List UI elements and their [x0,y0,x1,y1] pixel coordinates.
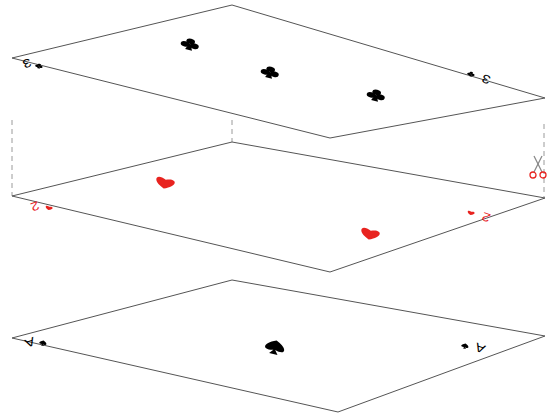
card-outline [12,142,545,272]
playing-card: 33 [12,5,545,138]
card-outline [12,280,545,412]
heart-pip [359,227,380,242]
heart-pip [467,210,475,216]
dashed-edge [12,120,13,196]
spade-pip [39,340,47,347]
spade-pip [461,343,469,350]
club-pip [35,63,43,69]
card-face [12,280,545,412]
card-face [12,142,545,272]
club-pip [366,87,387,103]
club-pip [260,64,281,80]
playing-card: 22 [12,142,545,272]
heart-pip [154,176,175,191]
dashed-edge [544,124,545,198]
spade-pip [264,338,286,356]
club-pip [467,71,475,77]
scissors-icon [530,156,546,178]
club-pip [180,36,201,52]
dashed-edge [232,120,233,142]
card-face [12,5,545,138]
card-outline [12,5,545,138]
playing-card: AA [12,280,545,412]
heart-pip [45,205,53,211]
